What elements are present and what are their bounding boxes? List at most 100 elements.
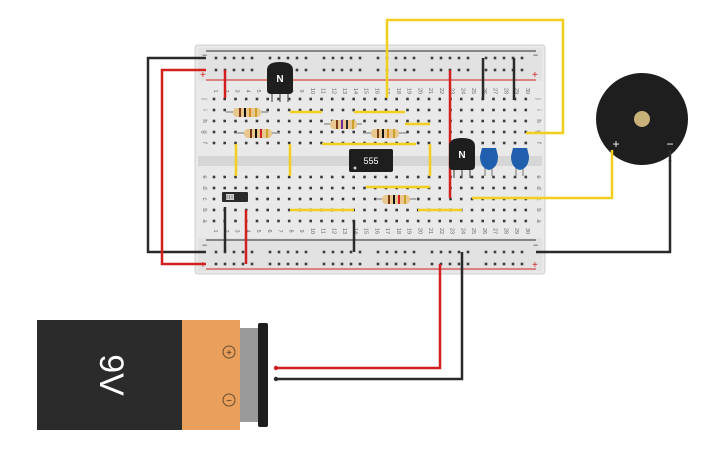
breadboard-hole[interactable] bbox=[277, 262, 281, 266]
breadboard-hole[interactable] bbox=[363, 175, 366, 179]
breadboard-hole[interactable] bbox=[376, 56, 380, 60]
breadboard-hole[interactable] bbox=[212, 186, 216, 190]
breadboard-hole[interactable] bbox=[513, 108, 517, 112]
breadboard-hole[interactable] bbox=[524, 208, 528, 212]
breadboard-hole[interactable] bbox=[502, 130, 506, 134]
breadboard-hole[interactable] bbox=[340, 250, 344, 254]
breadboard-hole[interactable] bbox=[234, 219, 237, 223]
breadboard-hole[interactable] bbox=[341, 97, 345, 101]
breadboard-hole[interactable] bbox=[250, 250, 254, 254]
breadboard-hole[interactable] bbox=[340, 262, 344, 266]
breadboard-hole[interactable] bbox=[492, 219, 495, 223]
breadboard-hole[interactable] bbox=[250, 68, 254, 72]
breadboard-hole[interactable] bbox=[502, 97, 506, 101]
breadboard-hole[interactable] bbox=[484, 56, 488, 60]
breadboard-hole[interactable] bbox=[320, 119, 323, 123]
breadboard-hole[interactable] bbox=[513, 130, 517, 134]
breadboard-hole[interactable] bbox=[513, 141, 517, 145]
breadboard-hole[interactable] bbox=[481, 175, 484, 179]
breadboard-hole[interactable] bbox=[376, 262, 380, 266]
breadboard-hole[interactable] bbox=[241, 262, 245, 266]
breadboard-hole[interactable] bbox=[330, 175, 334, 179]
breadboard-hole[interactable] bbox=[212, 119, 216, 123]
breadboard-hole[interactable] bbox=[255, 208, 259, 212]
breadboard-hole[interactable] bbox=[234, 97, 237, 101]
breadboard-hole[interactable] bbox=[448, 250, 452, 254]
breadboard-hole[interactable] bbox=[244, 97, 248, 101]
breadboard-hole[interactable] bbox=[439, 68, 443, 72]
breadboard-hole[interactable] bbox=[268, 250, 272, 254]
breadboard-hole[interactable] bbox=[212, 97, 216, 101]
breadboard-hole[interactable] bbox=[352, 197, 355, 201]
breadboard-hole[interactable] bbox=[363, 186, 366, 190]
breadboard-hole[interactable] bbox=[277, 197, 280, 201]
breadboard-hole[interactable] bbox=[349, 250, 353, 254]
breadboard-hole[interactable] bbox=[502, 68, 506, 72]
breadboard-hole[interactable] bbox=[223, 186, 226, 190]
resistor-3[interactable] bbox=[324, 120, 362, 129]
breadboard-hole[interactable] bbox=[212, 197, 216, 201]
breadboard-hole[interactable] bbox=[241, 68, 245, 72]
breadboard-hole[interactable] bbox=[241, 56, 245, 60]
breadboard-hole[interactable] bbox=[384, 119, 388, 123]
breadboard-hole[interactable] bbox=[484, 262, 488, 266]
resistor-2[interactable] bbox=[236, 129, 280, 138]
breadboard-hole[interactable] bbox=[277, 141, 280, 145]
breadboard-hole[interactable] bbox=[376, 68, 380, 72]
breadboard-hole[interactable] bbox=[287, 219, 291, 223]
breadboard-hole[interactable] bbox=[352, 97, 355, 101]
breadboard-hole[interactable] bbox=[352, 130, 355, 134]
breadboard-hole[interactable] bbox=[266, 219, 269, 223]
breadboard-hole[interactable] bbox=[352, 186, 355, 190]
breadboard-hole[interactable] bbox=[406, 175, 409, 179]
breadboard-hole[interactable] bbox=[459, 186, 463, 190]
breadboard-hole[interactable] bbox=[416, 219, 420, 223]
breadboard-hole[interactable] bbox=[524, 108, 528, 112]
breadboard-hole[interactable] bbox=[511, 250, 515, 254]
breadboard-hole[interactable] bbox=[373, 175, 377, 179]
breadboard-hole[interactable] bbox=[330, 108, 334, 112]
breadboard-hole[interactable] bbox=[470, 108, 474, 112]
breadboard-hole[interactable] bbox=[438, 141, 441, 145]
breadboard-hole[interactable] bbox=[384, 108, 388, 112]
breadboard-hole[interactable] bbox=[232, 262, 236, 266]
breadboard-hole[interactable] bbox=[298, 141, 302, 145]
breadboard-hole[interactable] bbox=[394, 56, 398, 60]
breadboard-hole[interactable] bbox=[438, 97, 441, 101]
breadboard-hole[interactable] bbox=[277, 56, 281, 60]
breadboard-hole[interactable] bbox=[212, 130, 216, 134]
breadboard-hole[interactable] bbox=[457, 68, 461, 72]
breadboard-hole[interactable] bbox=[524, 186, 528, 190]
breadboard-hole[interactable] bbox=[493, 250, 497, 254]
breadboard-hole[interactable] bbox=[502, 208, 506, 212]
breadboard-hole[interactable] bbox=[406, 130, 409, 134]
breadboard-hole[interactable] bbox=[363, 208, 366, 212]
breadboard-hole[interactable] bbox=[511, 262, 515, 266]
wire-black-battery[interactable] bbox=[276, 252, 464, 381]
breadboard-hole[interactable] bbox=[384, 219, 388, 223]
breadboard-hole[interactable] bbox=[320, 141, 323, 145]
breadboard-hole[interactable] bbox=[309, 108, 312, 112]
breadboard-hole[interactable] bbox=[341, 219, 345, 223]
breadboard-hole[interactable] bbox=[438, 219, 441, 223]
breadboard-hole[interactable] bbox=[341, 175, 345, 179]
breadboard-hole[interactable] bbox=[403, 262, 407, 266]
breadboard-hole[interactable] bbox=[214, 68, 218, 72]
breadboard-hole[interactable] bbox=[266, 141, 269, 145]
breadboard-hole[interactable] bbox=[406, 119, 409, 123]
breadboard-hole[interactable] bbox=[266, 208, 269, 212]
breadboard-hole[interactable] bbox=[309, 186, 312, 190]
slide-switch[interactable] bbox=[222, 192, 248, 202]
breadboard-hole[interactable] bbox=[287, 141, 291, 145]
breadboard-hole[interactable] bbox=[385, 262, 389, 266]
breadboard-hole[interactable] bbox=[427, 97, 431, 101]
breadboard-hole[interactable] bbox=[493, 262, 497, 266]
breadboard-hole[interactable] bbox=[234, 208, 237, 212]
breadboard-hole[interactable] bbox=[466, 262, 470, 266]
breadboard-hole[interactable] bbox=[524, 119, 528, 123]
breadboard-hole[interactable] bbox=[341, 197, 345, 201]
breadboard-hole[interactable] bbox=[502, 250, 506, 254]
breadboard-hole[interactable] bbox=[438, 108, 441, 112]
breadboard-hole[interactable] bbox=[481, 119, 484, 123]
breadboard-hole[interactable] bbox=[416, 97, 420, 101]
